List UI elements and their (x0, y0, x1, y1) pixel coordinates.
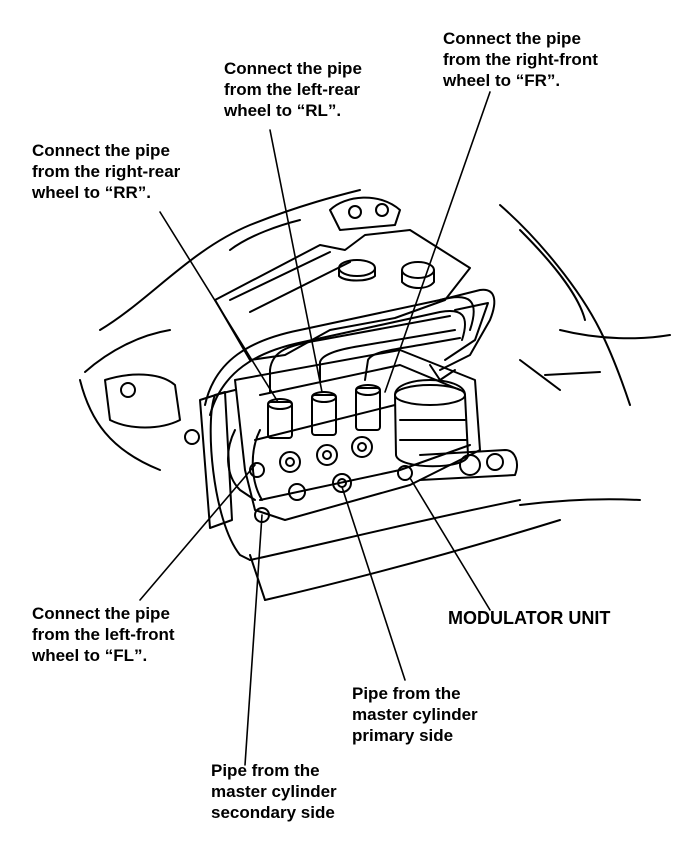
callout-left-front-line-3: wheel to “FL”. (32, 646, 148, 665)
callout-right-rear: Connect the pipe from the right-rear whe… (32, 140, 180, 203)
callout-primary-side: Pipe from the master cylinder primary si… (352, 683, 478, 746)
engine-bay-outline (79, 189, 671, 601)
pump-motor (394, 364, 518, 481)
leader-fl (139, 464, 256, 601)
reservoir-cover (214, 196, 471, 361)
callout-secondary-side-line-1: Pipe from the (211, 761, 320, 780)
callout-left-front-line-1: Connect the pipe (32, 604, 170, 623)
callout-right-rear-line-3: wheel to “RR”. (32, 183, 152, 202)
leader-lines (139, 91, 491, 766)
brake-pipes (204, 288, 496, 561)
callout-modulator-unit-text: MODULATOR UNIT (448, 608, 611, 628)
port-fittings (249, 384, 413, 523)
callout-left-front: Connect the pipe from the left-front whe… (32, 603, 175, 666)
callout-primary-side-line-1: Pipe from the (352, 684, 461, 703)
callout-right-front-line-3: wheel to “FR”. (443, 71, 561, 90)
callout-right-rear-line-1: Connect the pipe (32, 141, 170, 160)
leader-rl (269, 129, 323, 393)
callout-secondary-side-line-3: secondary side (211, 803, 335, 822)
callout-left-rear-line-1: Connect the pipe (224, 59, 362, 78)
callout-secondary-side-line-2: master cylinder (211, 782, 337, 801)
leader-primary (341, 486, 406, 681)
leader-rr (159, 211, 279, 403)
callout-primary-side-line-3: primary side (352, 726, 454, 745)
callout-right-front: Connect the pipe from the right-front wh… (443, 28, 598, 91)
callout-secondary-side: Pipe from the master cylinder secondary … (211, 760, 337, 823)
callout-modulator-unit: MODULATOR UNIT (448, 608, 610, 629)
callout-left-rear: Connect the pipe from the left-rear whee… (224, 58, 362, 121)
callout-right-front-line-2: from the right-front (443, 50, 598, 69)
callout-left-rear-line-3: wheel to “RL”. (224, 101, 342, 120)
callout-primary-side-line-2: master cylinder (352, 705, 478, 724)
leader-fr (384, 91, 491, 393)
callout-right-front-line-1: Connect the pipe (443, 29, 581, 48)
callout-left-rear-line-2: from the left-rear (224, 80, 361, 99)
leader-modulator (409, 477, 491, 611)
callout-right-rear-line-2: from the right-rear (32, 162, 181, 181)
leader-secondary (244, 514, 263, 766)
callout-left-front-line-2: from the left-front (32, 625, 175, 644)
valve-block (234, 349, 481, 523)
